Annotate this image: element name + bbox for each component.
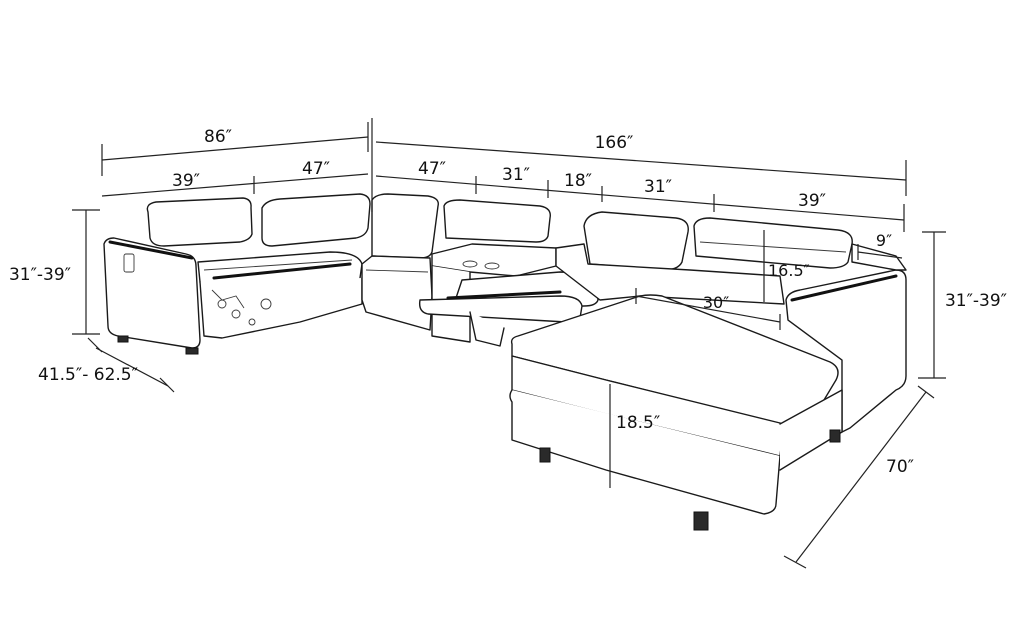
chaise-base	[509, 389, 781, 515]
left-footrest	[212, 262, 352, 280]
label-depth: 41.5″- 62.5″	[38, 365, 138, 385]
label-right-height: 31″-39″	[945, 291, 1007, 311]
left-base	[199, 277, 363, 339]
label-left-b: 47″	[302, 159, 330, 179]
left-arm	[103, 237, 201, 349]
label-seat-height: 16.5″	[768, 261, 810, 280]
label-left-a: 39″	[172, 171, 200, 191]
label-left-height: 31″-39″	[9, 265, 71, 285]
left-back-cushion	[146, 197, 253, 247]
sofa-drawing	[103, 193, 907, 531]
label-arm-9: 9″	[876, 231, 892, 250]
chaise-foot-left	[539, 447, 551, 463]
label-seg-39: 39″	[798, 191, 826, 211]
label-seg-18: 18″	[564, 171, 592, 191]
left-corner-back	[261, 193, 371, 247]
right-back-1	[583, 211, 689, 271]
middle-seat	[361, 255, 433, 331]
middle-back-2	[443, 199, 551, 243]
label-chaise-width: 30″	[703, 293, 729, 312]
chaise-foot-right	[693, 511, 709, 531]
label-top-total: 166″	[595, 133, 634, 153]
label-chaise-height: 18.5″	[616, 413, 660, 433]
dimension-lines	[72, 118, 946, 569]
label-seg-31b: 31″	[644, 177, 672, 197]
dimension-labels: 86″ 39″ 47″ 166″ 47″ 31″ 18″ 31″ 39″ 9″ …	[9, 127, 1007, 477]
cup-holder-1	[462, 260, 478, 268]
label-left-total: 86″	[204, 127, 232, 147]
right-arm	[785, 269, 907, 433]
left-arm-foot	[117, 335, 129, 343]
middle-back-1	[371, 193, 439, 259]
right-seat	[555, 243, 785, 305]
label-seg-31a: 31″	[502, 165, 530, 185]
console	[431, 243, 557, 277]
right-back-2	[693, 217, 853, 269]
label-chaise-length: 70″	[886, 457, 914, 477]
cup-holder-2	[484, 262, 500, 270]
label-seg-47: 47″	[418, 159, 446, 179]
